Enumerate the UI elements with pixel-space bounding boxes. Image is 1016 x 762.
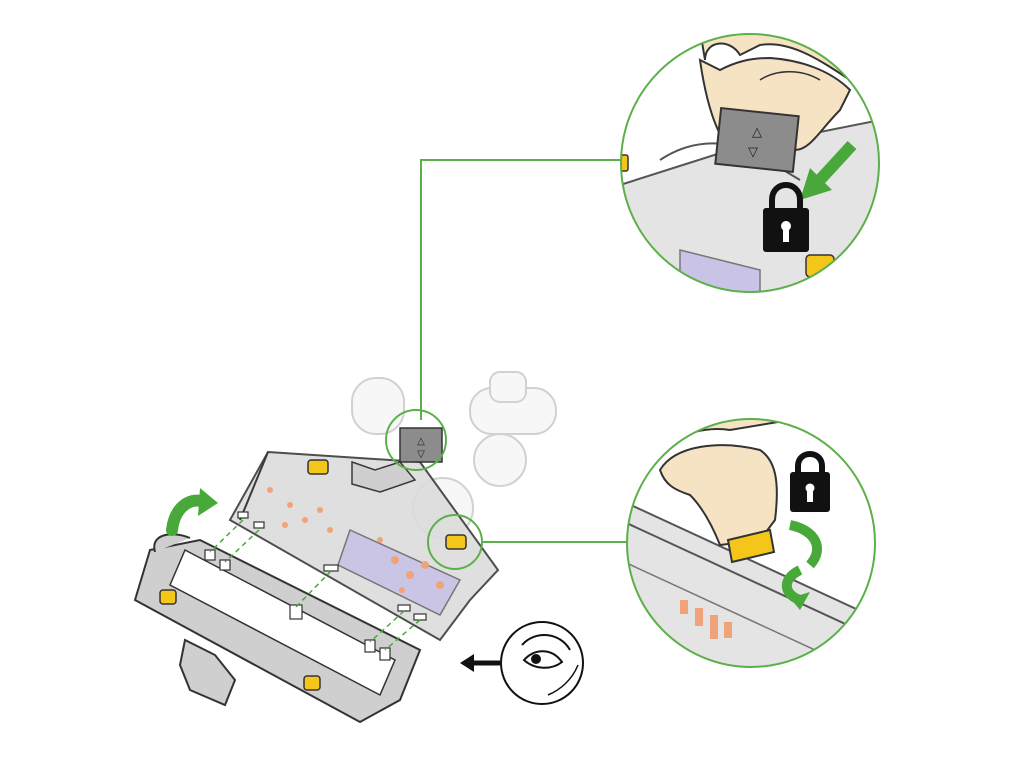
- padlock-icon: [790, 451, 830, 512]
- left-arrow-icon: [460, 654, 500, 672]
- down-left-arrow-icon: [800, 140, 857, 200]
- svg-text:△: △: [752, 124, 762, 139]
- svg-text:▽: ▽: [417, 449, 425, 460]
- rotate-arrow-icon: [166, 488, 218, 536]
- sole-yellow-clip-left: [159, 589, 177, 605]
- eye-inspect-icon: [500, 621, 584, 705]
- sliding-latch: [399, 427, 443, 463]
- padlock-icon: [763, 182, 809, 252]
- sole-yellow-clip-right: [303, 675, 321, 691]
- rotate-lock-arrow-icon: [781, 520, 823, 610]
- callout-marker-clip: [427, 514, 483, 570]
- callout-top-right: △ ▽: [620, 33, 880, 293]
- motor-neck-faded: [351, 371, 557, 539]
- callout-connector-top: [420, 159, 622, 420]
- latch-closeup: [714, 106, 800, 174]
- yellow-clip-left: [307, 459, 329, 475]
- cleaner-head-body: △ ▽: [228, 409, 500, 642]
- callout-marker-latch: [385, 409, 447, 471]
- callout-middle-right: [626, 418, 876, 668]
- yellow-clip-closeup: [726, 528, 776, 564]
- debris-dots: [267, 487, 444, 593]
- yellow-clip-right: [445, 534, 467, 550]
- alignment-lines: [209, 519, 421, 651]
- sole-plate: [133, 533, 422, 724]
- svg-text:▽: ▽: [748, 144, 758, 159]
- svg-text:△: △: [417, 436, 425, 447]
